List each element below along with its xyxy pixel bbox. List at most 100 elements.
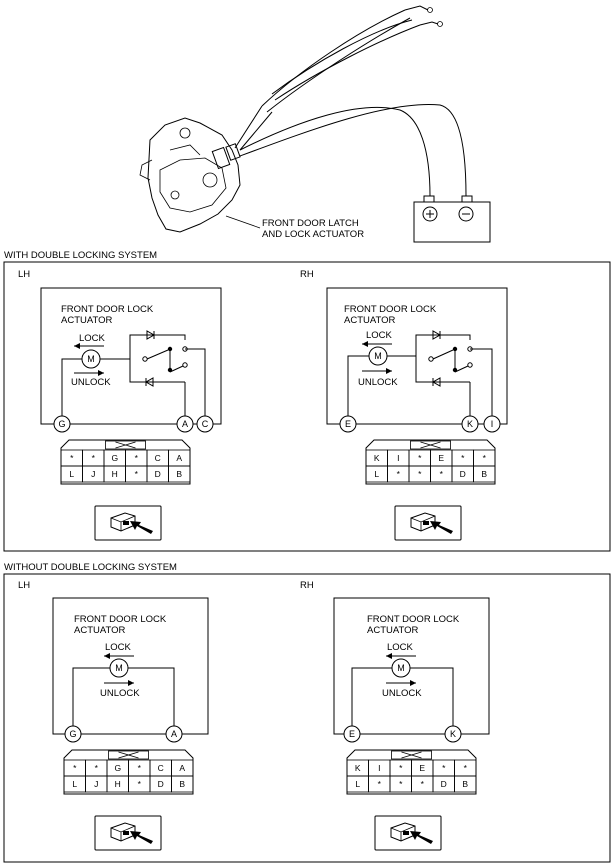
- connector-pin-label: A: [176, 453, 182, 463]
- view-icon-frame: [374, 815, 442, 851]
- connector-pin-label: *: [135, 469, 139, 479]
- lock-label: LOCK: [105, 642, 132, 653]
- actuator-label: ACTUATOR: [61, 315, 113, 326]
- connector-pin-label: *: [95, 763, 99, 773]
- connector-pin-label: J: [91, 469, 95, 479]
- view-icon-frame: [94, 815, 162, 851]
- connector-pin-label: *: [92, 453, 96, 463]
- connector-pin-label: D: [460, 469, 466, 479]
- terminal-circle: [176, 415, 194, 433]
- terminal-circle: [339, 415, 357, 433]
- connector-housing: [365, 439, 496, 485]
- connector-pin-label: *: [483, 453, 487, 463]
- connector-cell: [168, 465, 191, 483]
- panel-side-label: LH: [18, 269, 30, 280]
- lock-label: LOCK: [387, 642, 414, 653]
- connector-pin-label: *: [418, 469, 422, 479]
- latch-label-line1: FRONT DOOR LATCH: [262, 218, 359, 229]
- connector-pin-label: B: [462, 779, 468, 789]
- actuator-schematic-lh-double: FRONT DOOR LOCK ACTUATOR LOCK M UNLOCK G: [40, 287, 222, 433]
- connector-latch: [105, 440, 146, 450]
- connector-pin-label: B: [481, 469, 487, 479]
- connector-pin-label: *: [399, 763, 403, 773]
- connector-pin-label: J: [94, 779, 98, 789]
- actuator-schematic-lh-single: FRONT DOOR LOCK ACTUATOR LOCK M UNLOCK G…: [52, 597, 209, 743]
- svg-text:G: G: [58, 419, 65, 429]
- connector-view-icon: [94, 505, 162, 541]
- actuator-label: ACTUATOR: [367, 625, 419, 636]
- actuator-label: FRONT DOOR LOCK: [74, 614, 167, 625]
- connector-housing: [63, 749, 194, 795]
- section-title-with-double-locking: WITH DOUBLE LOCKING SYSTEM: [4, 250, 157, 261]
- connector-pin-label: *: [70, 453, 74, 463]
- actuator-schematic-rh-single: FRONT DOOR LOCK ACTUATOR LOCK M UNLOCK E…: [333, 597, 490, 743]
- connector-pin-label: G: [111, 453, 118, 463]
- actuator-label: FRONT DOOR LOCK: [367, 614, 460, 625]
- connector-latch: [410, 440, 451, 450]
- connector-pin-label: *: [440, 469, 444, 479]
- connector-pin-label: *: [442, 763, 446, 773]
- connector-pin-label: *: [138, 763, 142, 773]
- svg-text:M: M: [374, 351, 382, 361]
- connector-latch: [391, 750, 432, 760]
- terminal-circle: [483, 415, 501, 433]
- connector-pin-label: L: [69, 469, 74, 479]
- connector-pin-label: *: [418, 453, 422, 463]
- connector-view-icon: [394, 505, 462, 541]
- terminal-circle: [444, 725, 462, 743]
- section-frame-without-double-locking: [3, 573, 611, 863]
- terminal-circle: [461, 415, 479, 433]
- connector-pin-label: *: [138, 779, 142, 789]
- terminal-circle: [196, 415, 214, 433]
- battery: [413, 195, 491, 243]
- connector-pin-label: B: [179, 779, 185, 789]
- connector-latch: [108, 750, 149, 760]
- panel-side-label: RH: [300, 269, 314, 280]
- view-arrow-icon: [410, 831, 433, 844]
- connector-pin-label: I: [397, 453, 399, 463]
- unlock-label: UNLOCK: [71, 377, 111, 388]
- connector-pin-label: A: [179, 763, 185, 773]
- svg-text:G: G: [69, 729, 76, 739]
- battery-plus-terminal: [422, 206, 438, 222]
- svg-text:A: A: [171, 729, 177, 739]
- svg-text:M: M: [87, 354, 95, 364]
- lock-label: LOCK: [79, 333, 106, 344]
- actuator-label: FRONT DOOR LOCK: [344, 304, 437, 315]
- svg-text:M: M: [115, 663, 123, 673]
- connector-pin-label: L: [374, 469, 379, 479]
- actuator-label: FRONT DOOR LOCK: [61, 304, 154, 315]
- connector-pin-label: E: [419, 763, 425, 773]
- view-arrow-icon: [430, 521, 453, 534]
- svg-text:E: E: [345, 419, 351, 429]
- connector-cell: [171, 775, 194, 793]
- connector-pin-label: *: [135, 453, 139, 463]
- connector-pin-label: K: [374, 453, 380, 463]
- connector-pin-label: G: [114, 763, 121, 773]
- svg-text:M: M: [397, 663, 405, 673]
- terminal-circle: [343, 725, 361, 743]
- connector-pin-label: I: [378, 763, 380, 773]
- battery-minus-terminal: [458, 206, 474, 222]
- latch-label-line2: AND LOCK ACTUATOR: [262, 229, 364, 240]
- connector-pin-label: D: [158, 779, 164, 789]
- actuator-schematic-rh-double: FRONT DOOR LOCK ACTUATOR LOCK M UNLOCK E…: [326, 287, 508, 433]
- connector-view-icon: [94, 815, 162, 851]
- connector-housing: [346, 749, 477, 795]
- connector-pin-label: K: [355, 763, 361, 773]
- actuator-label: ACTUATOR: [74, 625, 126, 636]
- connector-pin-label: C: [155, 453, 161, 463]
- connector-pin-label: D: [155, 469, 161, 479]
- unlock-label: UNLOCK: [382, 688, 422, 699]
- connector-pin-label: L: [355, 779, 360, 789]
- terminal-circle: [64, 725, 82, 743]
- connector-pin-label: *: [461, 453, 465, 463]
- connector-pin-label: *: [378, 779, 382, 789]
- connector-pin-label: B: [176, 469, 182, 479]
- unlock-label: UNLOCK: [100, 688, 140, 699]
